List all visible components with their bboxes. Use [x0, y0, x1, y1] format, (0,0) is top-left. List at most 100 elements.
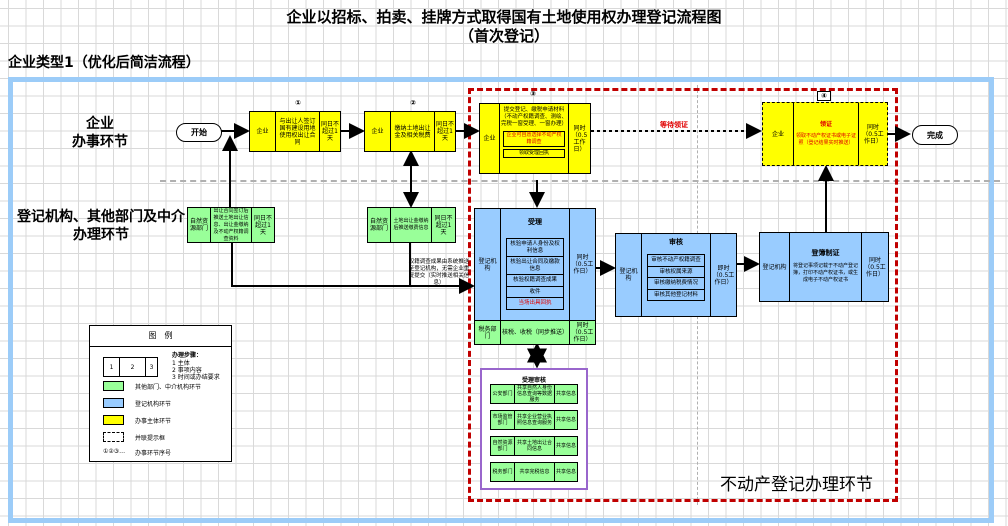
legend-label-seq: 办事环节序号: [135, 450, 172, 457]
review-time: 即时（0.5工作日）: [712, 264, 735, 286]
step3-sub-note: 领取受理回执: [503, 149, 565, 158]
start-label: 开始: [191, 128, 207, 137]
parallel-desc: 共享完税信息: [515, 463, 555, 481]
step2-task: 缴纳土地出让金及相关税费: [391, 112, 435, 151]
legend-step-item: 2 事项内容: [172, 367, 202, 374]
legend-step-cell: 1: [104, 358, 120, 376]
register-task: 登簿制证 将登记事项记载于不动产登记簿，打印不动产权证书，或生成电子不动产权证书: [790, 233, 862, 301]
lane-agencies: 登记机构、其他部门及中介 办理环节: [16, 208, 186, 244]
step1-time: 同日不超过1天: [321, 121, 340, 142]
legend-label-enterprise: 办事主体环节: [135, 418, 172, 425]
accept-title: 受理: [528, 218, 542, 226]
step1-number: ①: [295, 99, 301, 107]
register-box: 登记机构 登簿制证 将登记事项记载于不动产登记簿，打印不动产权证书，或生成电子不…: [759, 232, 889, 302]
agency1-actor: 自然资源部门: [188, 208, 211, 242]
legend-label-parallel: 并联提示框: [135, 435, 166, 442]
enterprise-type-label: 企业类型1（优化后简洁流程）: [8, 55, 200, 71]
legend-title: 图 例: [90, 326, 231, 347]
step4-actor: 企业: [763, 103, 794, 165]
register-title: 登簿制证: [811, 249, 840, 257]
registration-zone-label: 不动产登记办理环节: [720, 475, 873, 495]
review-item: 审核其他登记材料: [647, 288, 705, 301]
parallel-row: 市场监管部门 共享企业营业执照信息查询服务 共享信息: [490, 410, 578, 430]
step3-task: 提交登记、缴税申请材料（不动产权籍调查、测绘、完税一窗受理、一窗办理） 企业可自…: [500, 104, 569, 173]
parallel-title: 受理审核: [521, 377, 546, 384]
agency1-task: 出让合同签订后推送土地出让信息、出让金缴纳及不动产权籍调查资料: [211, 208, 252, 242]
accept-item: 核验出让合同及缴款信息: [506, 256, 564, 275]
step1-box: 企业 与出让人签订国有建设用地使用权出让合同 同日不超过1天: [249, 111, 341, 152]
agency2-time: 同日不超过1天: [434, 214, 453, 236]
legend-label-agency: 其他部门、中介机构环节: [135, 384, 202, 391]
step2-box: 企业 缴纳土地出让金及相关税费 同日不超过1天: [364, 111, 456, 152]
legend-step-item: 1 主体: [172, 360, 190, 367]
end-label: 完成: [927, 130, 943, 140]
push-note: 权籍调查成果由系统推送至登记机构，无需企业重复提交（实时推送相关信息）: [408, 259, 470, 286]
legend: 图 例 1 2 3 办理步骤： 1 主体 2 事项内容 3 时间或办结要求 其他…: [89, 325, 232, 462]
legend-seq-symbol: ①②③…: [103, 448, 126, 455]
step4-box: 企业 领证 领取不动产权证书或电子证照（登记结果实时推送） 同时（0.5工作日）: [762, 102, 888, 166]
review-items: 审核不动产权籍调查 审核权属来源 审核缴纳税费情况 审核其他登记材料: [643, 254, 709, 301]
accept-items: 核验申请人身份及权利信息 核验出让合同及缴款信息 核验权籍调查成果 收件 当场出…: [502, 238, 568, 310]
parallel-dept: 公安部门: [491, 385, 515, 403]
parallel-dept: 市场监管部门: [491, 411, 515, 429]
parallel-dept: 自然资源部门: [491, 437, 515, 455]
register-detail: 将登记事项记载于不动产登记簿，打印不动产权证书，或生成电子不动产权证书: [792, 263, 858, 283]
lane-enterprise-line1: 企业: [86, 116, 114, 132]
diagram-title: 企业以招标、拍卖、挂牌方式取得国有土地使用权办理登记流程图: [286, 8, 722, 26]
step4-task: 领证 领取不动产权证书或电子证照（登记结果实时推送）: [794, 103, 859, 165]
step2-number: ②: [410, 99, 416, 107]
lane-enterprise-line2: 办事环节: [72, 134, 128, 150]
legend-label-registry: 登记机构环节: [135, 401, 172, 408]
agency2-actor: 自然资源部门: [368, 208, 391, 242]
accept-actor: 登记机构: [475, 209, 501, 320]
legend-swatch-parallel: [103, 432, 124, 442]
legend-swatch-registry: [103, 398, 124, 408]
step3-task-text: 提交登记、缴税申请材料（不动产权籍调查、测绘、完税一窗受理、一窗办理）: [501, 107, 568, 127]
step4-number: ④: [817, 91, 831, 101]
parallel-row: 公安部门 共享自然人身份信息查询等数据服务 共享信息: [490, 384, 578, 404]
accept-time: 同时（0.5工作日）: [571, 254, 594, 275]
register-time: 同时（0.5工作日）: [864, 256, 886, 278]
step4-task-title: 领证: [819, 121, 832, 128]
parallel-desc: 共享企业营业执照信息查询服务: [515, 411, 555, 429]
step1-task: 与出让人签订国有建设用地使用权出让合同: [276, 112, 320, 151]
step4-time: 同时（0.5工作日）: [862, 123, 884, 145]
step3-actor: 企业: [480, 104, 500, 173]
step4-red-note: 领取不动产权证书或电子证照（登记结果实时推送）: [795, 133, 856, 146]
review-task: 审核 审核不动产权籍调查 审核权属来源 审核缴纳税费情况 审核其他登记材料: [642, 234, 711, 316]
parallel-result: 共享信息: [556, 469, 577, 475]
accept-red-item: 当场出具回执: [506, 297, 564, 310]
agency1-box: 自然资源部门 出让合同签订后推送土地出让信息、出让金缴纳及不动产权籍调查资料 同…: [187, 207, 275, 243]
parallel-share-box: 受理审核 公安部门 共享自然人身份信息查询等数据服务 共享信息 市场监管部门 共…: [480, 368, 588, 490]
tax-actor: 税务部门: [475, 321, 501, 344]
step2-time: 同日不超过1天: [436, 121, 455, 142]
lane-agencies-line2: 办理环节: [73, 227, 129, 243]
wait-label: 等待领证: [660, 121, 688, 129]
accept-box: 登记机构 受理 核验申请人身份及权利信息 核验出让合同及缴款信息 核验权籍调查成…: [474, 208, 596, 321]
legend-swatch-agency: [103, 381, 124, 391]
lane-enterprise: 企业 办事环节: [60, 115, 140, 151]
line-agencies-to-accept: [231, 243, 410, 287]
register-actor: 登记机构: [760, 233, 790, 301]
review-actor: 登记机构: [616, 234, 642, 316]
tax-task: 核税、收税（同步推送）: [501, 321, 570, 344]
parallel-desc: 共享自然人身份信息查询等数据服务: [515, 385, 555, 403]
accept-item: 核验申请人身份及权利信息: [506, 238, 564, 257]
legend-step-item: 3 时间或办结要求: [172, 374, 220, 381]
lane-agencies-line1: 登记机构、其他部门及中介: [17, 209, 185, 225]
diagram-subtitle: （首次登记）: [458, 27, 549, 45]
review-box: 登记机构 审核 审核不动产权籍调查 审核权属来源 审核缴纳税费情况 审核其他登记…: [615, 233, 737, 317]
agency2-task: 土地出让金缴纳后推送缴费信息: [391, 208, 432, 242]
end-node: 完成: [912, 125, 958, 145]
parallel-row: 税务部门 共享完税信息 共享信息: [490, 462, 578, 482]
parallel-row: 自然资源部门 共享土地出让合同信息 共享信息: [490, 436, 578, 456]
legend-step-box: 1 2 3: [103, 357, 158, 377]
accept-task: 受理 核验申请人身份及权利信息 核验出让合同及缴款信息 核验权籍调查成果 收件 …: [501, 209, 570, 320]
step3-box: 企业 提交登记、缴税申请材料（不动产权籍调查、测绘、完税一窗受理、一窗办理） 企…: [479, 103, 591, 174]
step2-actor: 企业: [365, 112, 391, 151]
tax-box: 税务部门 核税、收税（同步推送） 同时（0.5工作日）: [474, 320, 596, 345]
parallel-desc: 共享土地出让合同信息: [515, 437, 555, 455]
legend-step-cell: 3: [149, 363, 154, 371]
parallel-result: 共享信息: [556, 417, 577, 423]
